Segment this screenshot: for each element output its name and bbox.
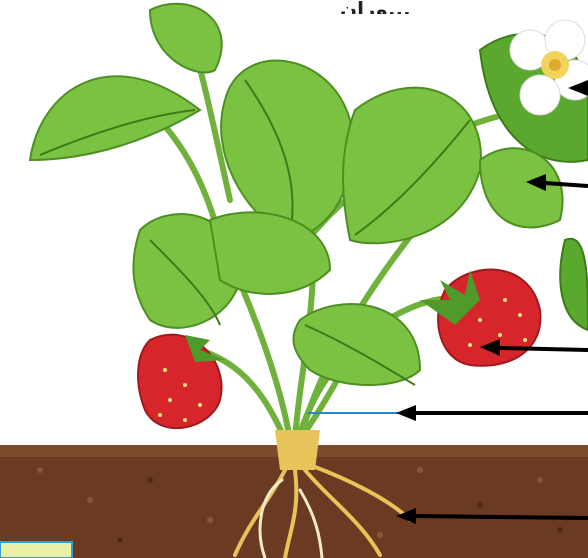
arrow-stem [396, 405, 588, 421]
strawberry-left [138, 335, 225, 428]
strawberry-right [420, 270, 540, 366]
